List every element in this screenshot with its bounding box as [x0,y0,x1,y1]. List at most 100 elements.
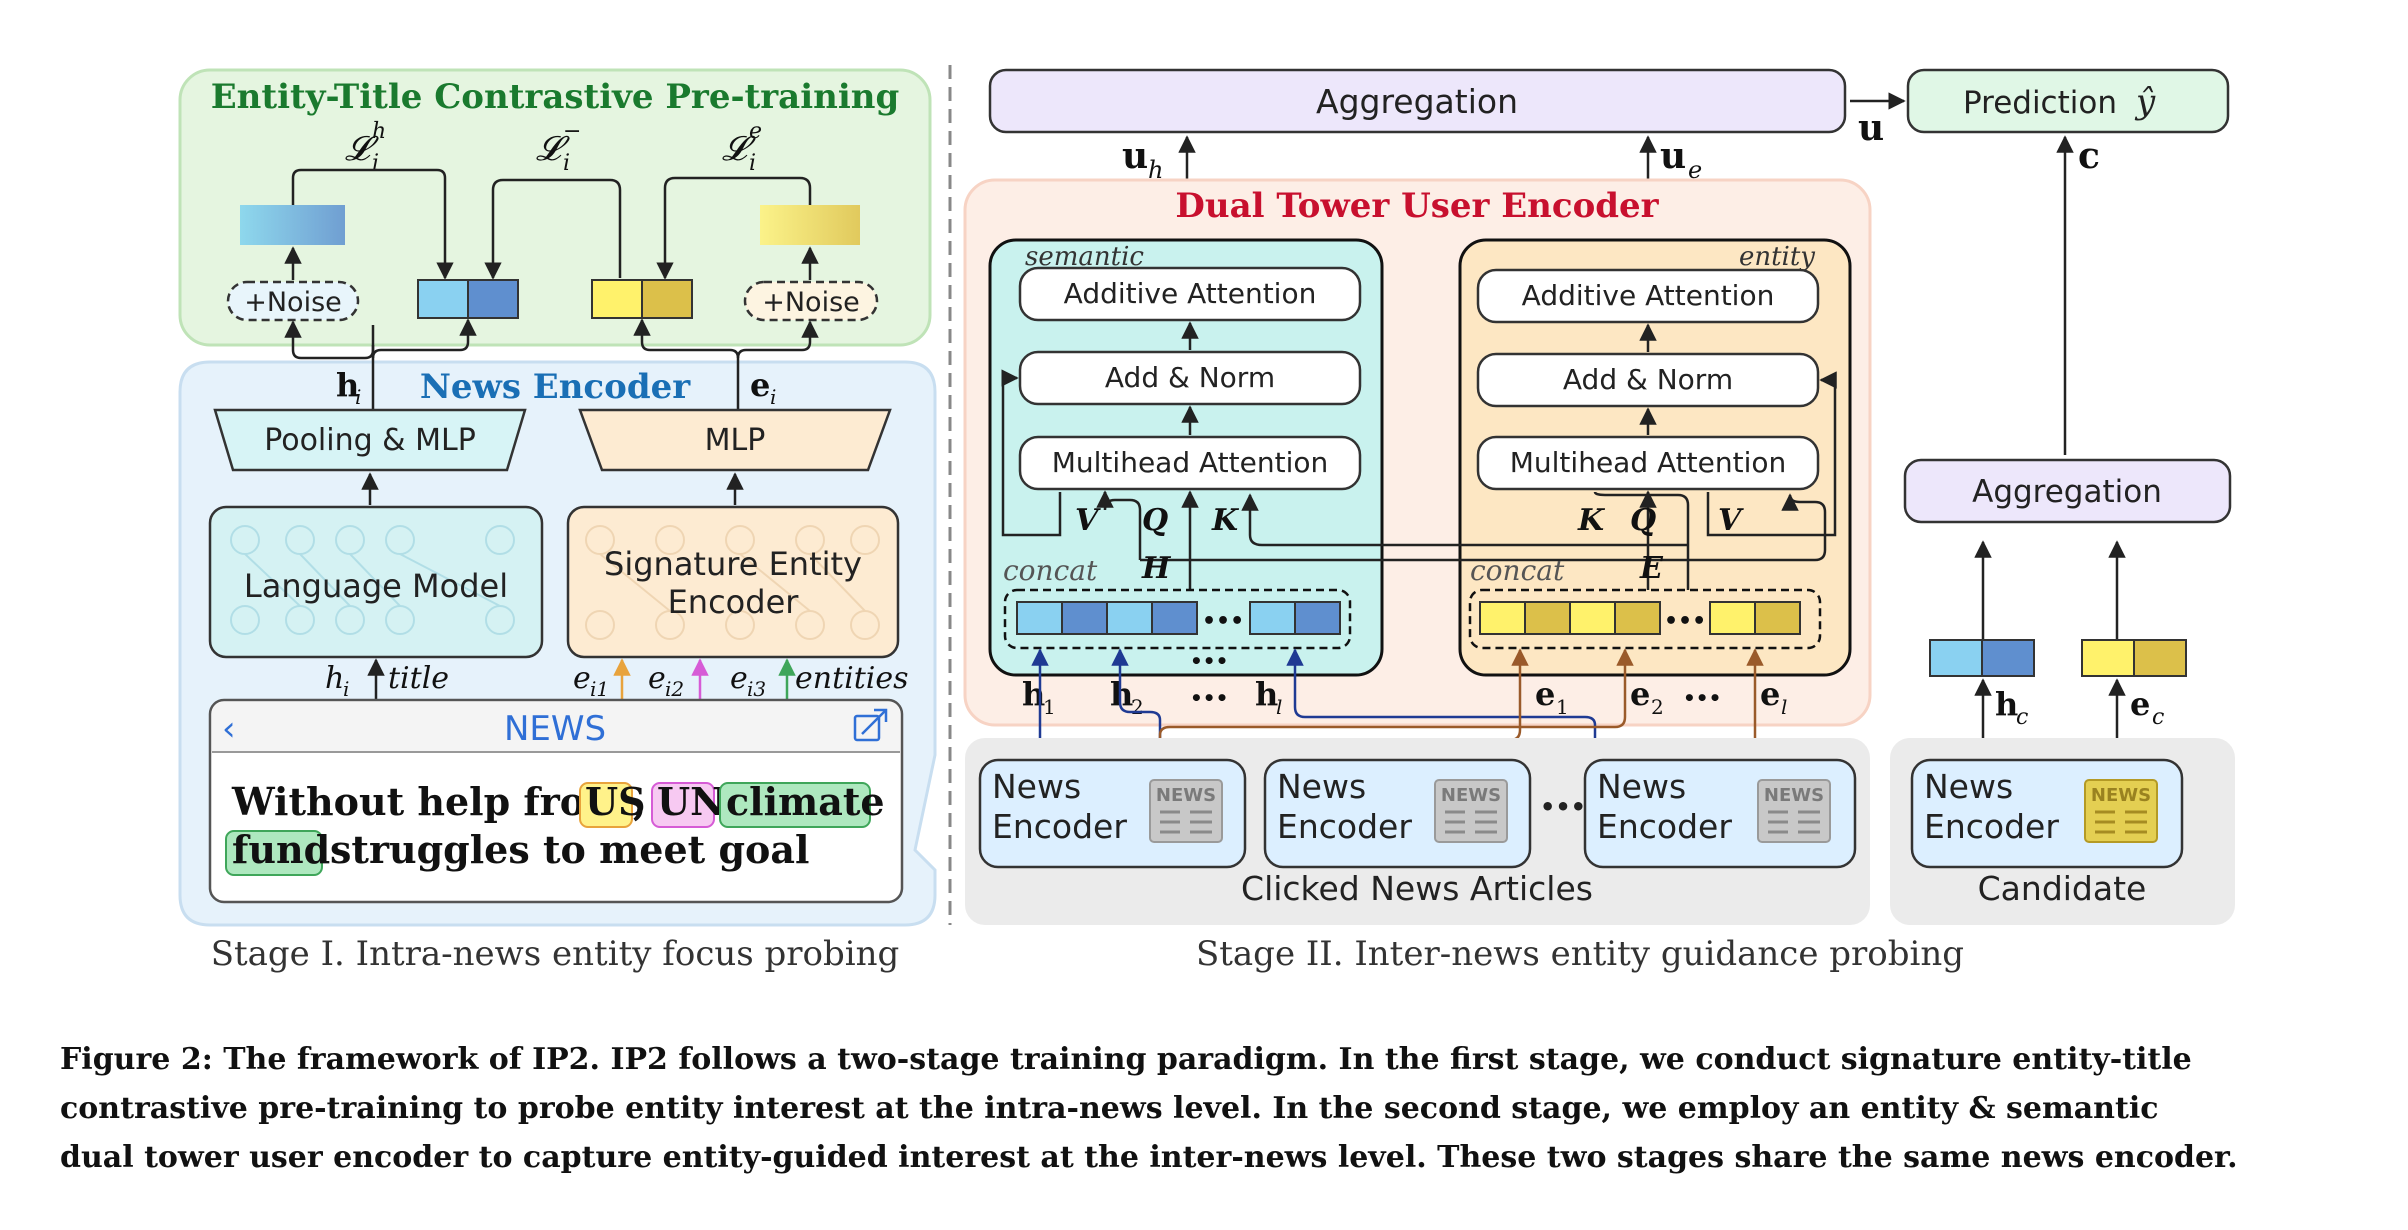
svg-text:2: 2 [1131,695,1144,719]
k-entity: K [1577,503,1606,538]
aggregation-box-candidate [1903,458,2232,524]
back-icon[interactable]: ‹ [222,709,236,749]
svg-text:Add & Norm: Add & Norm [1563,363,1733,396]
u-e-label: u e [1660,135,1702,184]
svg-text:i: i [343,677,349,701]
stage-two: Aggregation u Prediction ŷ u h u e Dual … [963,68,2235,974]
newspaper-icon: NEWS [1757,779,1831,843]
news-encoder-l: News Encoder NEWS [1583,758,1857,869]
entity-highlight-fund [225,830,323,876]
svg-text:i: i [749,151,756,176]
news-encoder-ellipsis: ••• [1540,793,1586,821]
noise-pill-right: +Noise [743,280,879,322]
caption-line-2: contrastive pre-training to probe entity… [60,1091,2159,1126]
e-c-label: e c [2130,685,2164,730]
pooling-mlp-block: Pooling & MLP [213,408,527,472]
svg-text:entities: entities [795,661,909,696]
e-2-label: e 2 [1630,675,1664,719]
svg-text:NEWS: NEWS [1764,785,1824,806]
svg-text:h: h [372,119,386,144]
svg-text:u: u [1660,135,1686,177]
q-entity: Q [1630,503,1656,538]
svg-text:1: 1 [1556,695,1569,719]
svg-text:+Noise: +Noise [244,287,342,318]
svg-text:Aggregation: Aggregation [1972,474,2162,510]
svg-text:Multihead Attention: Multihead Attention [1510,446,1786,479]
svg-text:i3: i3 [747,677,766,701]
prediction-label: Prediction [1963,85,2117,121]
svg-text:h: h [336,366,359,404]
e-l-label: e l [1760,675,1787,719]
q-semantic: Q [1142,503,1168,538]
svg-text:1: 1 [1043,695,1056,719]
svg-text:struggles to meet goal: struggles to meet goal [330,827,809,872]
figure-caption: Figure 2: The framework of IP2. IP2 foll… [60,1035,2360,1182]
share-icon[interactable] [853,708,888,742]
svg-text:h: h [1110,675,1133,713]
candidate-label: Candidate [1978,869,2147,908]
svg-text:fund: fund [232,827,330,872]
svg-text:+Noise: +Noise [762,287,860,318]
news-encoder-2: News Encoder NEWS [1263,758,1532,869]
svg-text:i2: i2 [665,677,684,701]
prediction-symbol: ŷ [2134,82,2156,122]
svg-text:title: title [388,661,449,696]
e-1-label: e 1 [1535,675,1569,719]
svg-text:i: i [372,151,379,176]
c-label: c [2078,135,2100,177]
svg-text:i: i [355,385,361,409]
caption-line-1: Figure 2: The framework of IP2. IP2 foll… [60,1042,2192,1077]
svg-text:l: l [1781,695,1787,719]
svg-text:News: News [1597,767,1686,806]
e-ellipsis: ••• [1683,686,1721,710]
svg-text:e: e [749,119,762,144]
v-semantic: V [1075,503,1101,538]
h-ellipsis-top: ••• [1190,649,1228,673]
candidate-entity-vector [2081,639,2187,677]
headline: Without help from US , UN climate fund s… [225,779,885,876]
svg-text:l: l [1276,695,1282,719]
mlp-block: MLP [578,408,892,472]
semantic-concat-vector: ••• [1003,588,1352,650]
noise-pill-left: +Noise [226,280,360,322]
u-label: u [1858,107,1884,149]
e-i-label: e i [750,366,776,409]
svg-text:e: e [750,366,770,404]
entity-label: entity [1739,242,1815,272]
svg-text:Encoder: Encoder [668,583,800,621]
stage-one: Entity-Title Contrastive Pre-training 𝓛 … [178,68,937,927]
caption-line-3: dual tower user encoder to capture entit… [60,1140,2238,1175]
svg-text:i: i [563,151,570,176]
news-card: ‹ NEWS [208,698,904,904]
svg-text:h: h [325,661,344,696]
svg-text:i1: i1 [590,677,609,701]
svg-text:•••: ••• [1664,609,1706,634]
noisy-title-vector [240,205,345,245]
entity-concat-vector: ••• [1468,588,1822,650]
pretraining-title: Entity-Title Contrastive Pre-training [211,77,900,117]
svg-text:−: − [563,119,581,144]
svg-text:c: c [2152,705,2164,730]
dual-tower-title: Dual Tower User Encoder [1175,186,1659,226]
news-encoder-1: News Encoder NEWS [978,758,1247,869]
entity-add-norm: Add & Norm [1476,352,1820,408]
entity-additive-attention: Additive Attention [1476,268,1820,324]
svg-text:h: h [1255,675,1278,713]
semantic-add-norm: Add & Norm [1018,350,1362,406]
h-matrix-label: H [1141,551,1172,586]
u-h-label: u h [1122,135,1163,184]
v-entity: V [1718,503,1744,538]
entity-highlight-us [579,782,633,828]
svg-text:e: e [1630,675,1650,713]
svg-text:Encoder: Encoder [992,807,1127,846]
semantic-multihead-attention: Multihead Attention [1018,435,1362,491]
svg-text:Additive Attention: Additive Attention [1064,277,1317,310]
svg-text:Encoder: Encoder [1277,807,1412,846]
svg-text:News: News [992,767,1081,806]
svg-text:u: u [1122,135,1148,177]
h-i-label: h i [336,366,361,409]
svg-text:UN: UN [657,779,725,824]
svg-text:climate: climate [726,779,885,824]
svg-text:e: e [1535,675,1555,713]
